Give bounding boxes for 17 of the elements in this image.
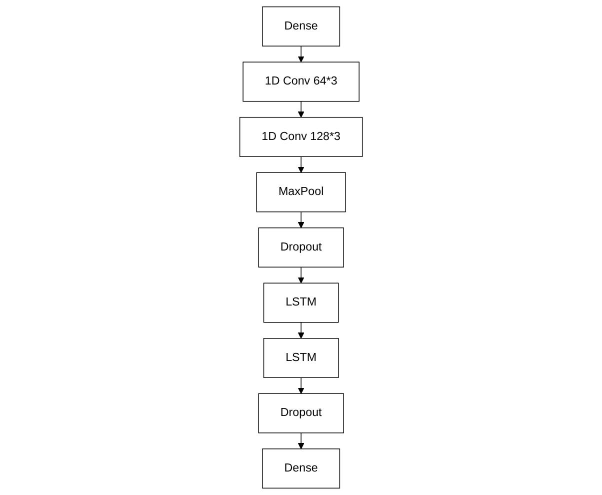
arrow	[298, 266, 304, 284]
arrow	[298, 432, 304, 450]
arrow	[298, 156, 304, 173]
arrow	[298, 322, 304, 339]
arrow	[298, 100, 304, 118]
node-box: LSTM	[263, 282, 339, 323]
node-box: LSTM	[263, 338, 339, 378]
node-box: Dense	[262, 448, 340, 489]
node-box: 1D Conv 64*3	[242, 62, 360, 102]
arrow	[298, 212, 304, 228]
node-box: Dropout	[258, 228, 344, 268]
node-box: MaxPool	[256, 172, 346, 212]
node-box: Dropout	[258, 393, 344, 434]
arrow	[298, 377, 304, 394]
arrow	[298, 46, 304, 62]
node-box: Dense	[262, 6, 340, 46]
node-box: 1D Conv 128*3	[239, 116, 363, 157]
